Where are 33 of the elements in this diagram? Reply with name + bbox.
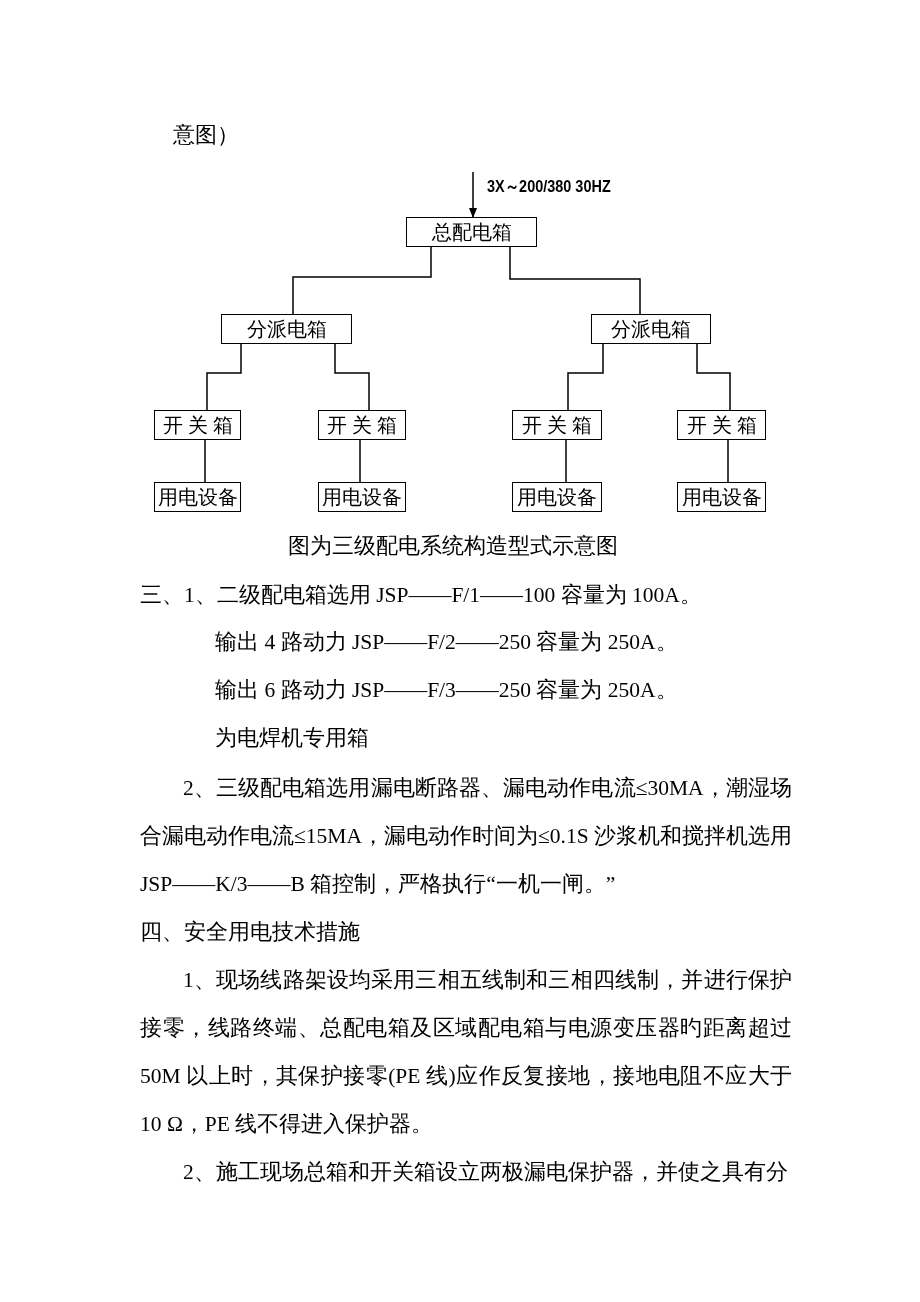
paragraph: 1、现场线路架设均采用三相五线制和三相四线制，并进行保护接零，线路终端、总配电箱及区域配电箱与电源变压器旳距离超过 50M 以上时，其保护接零(PE 线)应作反复接地，接地电阻不应大于 10 Ω，PE 线不得进入保护器。 [140,967,792,1138]
connector-line [204,439,206,483]
text-line: 输出 4 路动力 JSP——F/2——250 容量为 250A。 [215,629,678,656]
box: 开 关 箱 [318,410,406,440]
connector-line [509,246,641,315]
paragraph: 2、施工现场总箱和开关箱设立两极漏电保护器，并使之具有分 [182,1159,789,1186]
text-line: 为电焊机专用箱 [215,725,369,752]
connector-line [334,343,370,411]
box: 总配电箱 [406,217,537,247]
text-line: 三、1、二级配电箱选用 JSP——F/1——100 容量为 100A。 [140,582,702,609]
box: 用电设备 [318,482,406,512]
box: 分派电箱 [591,314,711,344]
arrow [469,171,477,218]
connector-line [359,439,361,483]
edge-label: 3X～200/380 30HZ [487,176,611,198]
connector-line [565,439,567,483]
text-line: 输出 6 路动力 JSP——F/3——250 容量为 250A。 [215,677,678,704]
box: 用电设备 [512,482,602,512]
box: 开 关 箱 [677,410,766,440]
box: 用电设备 [154,482,241,512]
box: 分派电箱 [221,314,352,344]
connector-line [696,343,731,411]
box: 用电设备 [677,482,766,512]
connector-line [206,343,242,411]
connector-line [292,246,432,315]
connector-line [727,439,729,483]
box: 开 关 箱 [512,410,602,440]
heading: 四、安全用电技术措施 [140,919,360,946]
caption: 图为三级配电系统构造型式示意图 [288,533,618,560]
box: 开 关 箱 [154,410,241,440]
text-line: 意图） [173,122,239,149]
paragraph: 2、三级配电箱选用漏电断路器、漏电动作电流≤30MA，潮湿场合漏电动作电流≤15MA，漏电动作时间为≤0.1S 沙浆机和搅拌机选用 JSP——K/3——B 箱控制，严格执行“一机一闸。” [140,775,792,898]
connector-line [567,343,604,411]
